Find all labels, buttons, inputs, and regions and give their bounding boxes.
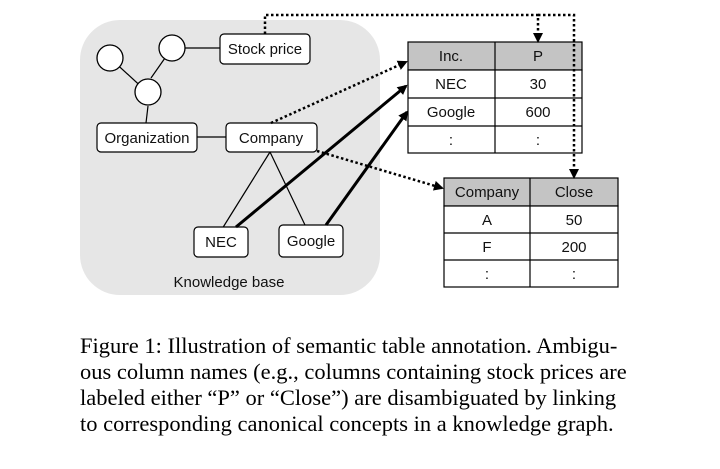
organization-label: Organization [104, 130, 189, 147]
table-bottom-cell: : [485, 266, 489, 283]
table-bottom-header-cell: Close [555, 184, 593, 201]
table-bottom-header-row [443, 177, 619, 207]
google-node [278, 224, 344, 258]
table-bottom-cell: : [572, 266, 576, 283]
stock-price-to-close-link [538, 13, 579, 179]
knowledge-base-label: Knowledge base [174, 274, 285, 291]
table-top-cell: NEC [435, 76, 467, 93]
table-bottom-header-cell: Company [455, 184, 520, 201]
table-bottom-cell: F [482, 239, 491, 256]
entity-node [158, 34, 186, 62]
figure-caption: Figure 1: Illustration of semantic table… [80, 333, 680, 437]
google-label: Google [287, 233, 335, 250]
table-top: Inc. P NEC 30 Google 600 : : [407, 41, 583, 154]
table-bottom: Company Close A 50 F 200 : : [443, 177, 619, 288]
google-to-cell-link [324, 110, 409, 226]
organization-node [96, 122, 198, 153]
table-top-cell: 600 [525, 104, 550, 121]
company-to-company-column-link [316, 149, 444, 191]
nec-label: NEC [205, 234, 237, 251]
company-label: Company [239, 130, 304, 147]
caption-line: labeled either “P” or “Close”) are disam… [80, 385, 617, 410]
table-top-header-cell: P [533, 48, 543, 65]
caption-line: Figure 1: Illustration of semantic table… [80, 333, 618, 358]
entity-node [134, 78, 162, 106]
table-bottom-cell: A [482, 212, 492, 229]
table-top-cell: : [536, 132, 540, 149]
caption-line: to corresponding canonical concepts in a… [80, 411, 614, 436]
caption-line: ous column names (e.g., columns containi… [80, 359, 627, 384]
nec-to-cell-link [235, 84, 408, 229]
nec-node [193, 226, 249, 258]
table-top-header-cell: Inc. [439, 48, 463, 65]
table-top-cell: 30 [530, 76, 547, 93]
table-top-cell: Google [427, 104, 475, 121]
table-bottom-cell: 200 [561, 239, 586, 256]
stock-price-to-p-link [263, 13, 543, 43]
table-bottom-body [443, 205, 619, 288]
table-top-cell: : [449, 132, 453, 149]
entity-node [96, 44, 124, 72]
stock-price-label: Stock price [228, 41, 302, 58]
table-bottom-cell: 50 [566, 212, 583, 229]
